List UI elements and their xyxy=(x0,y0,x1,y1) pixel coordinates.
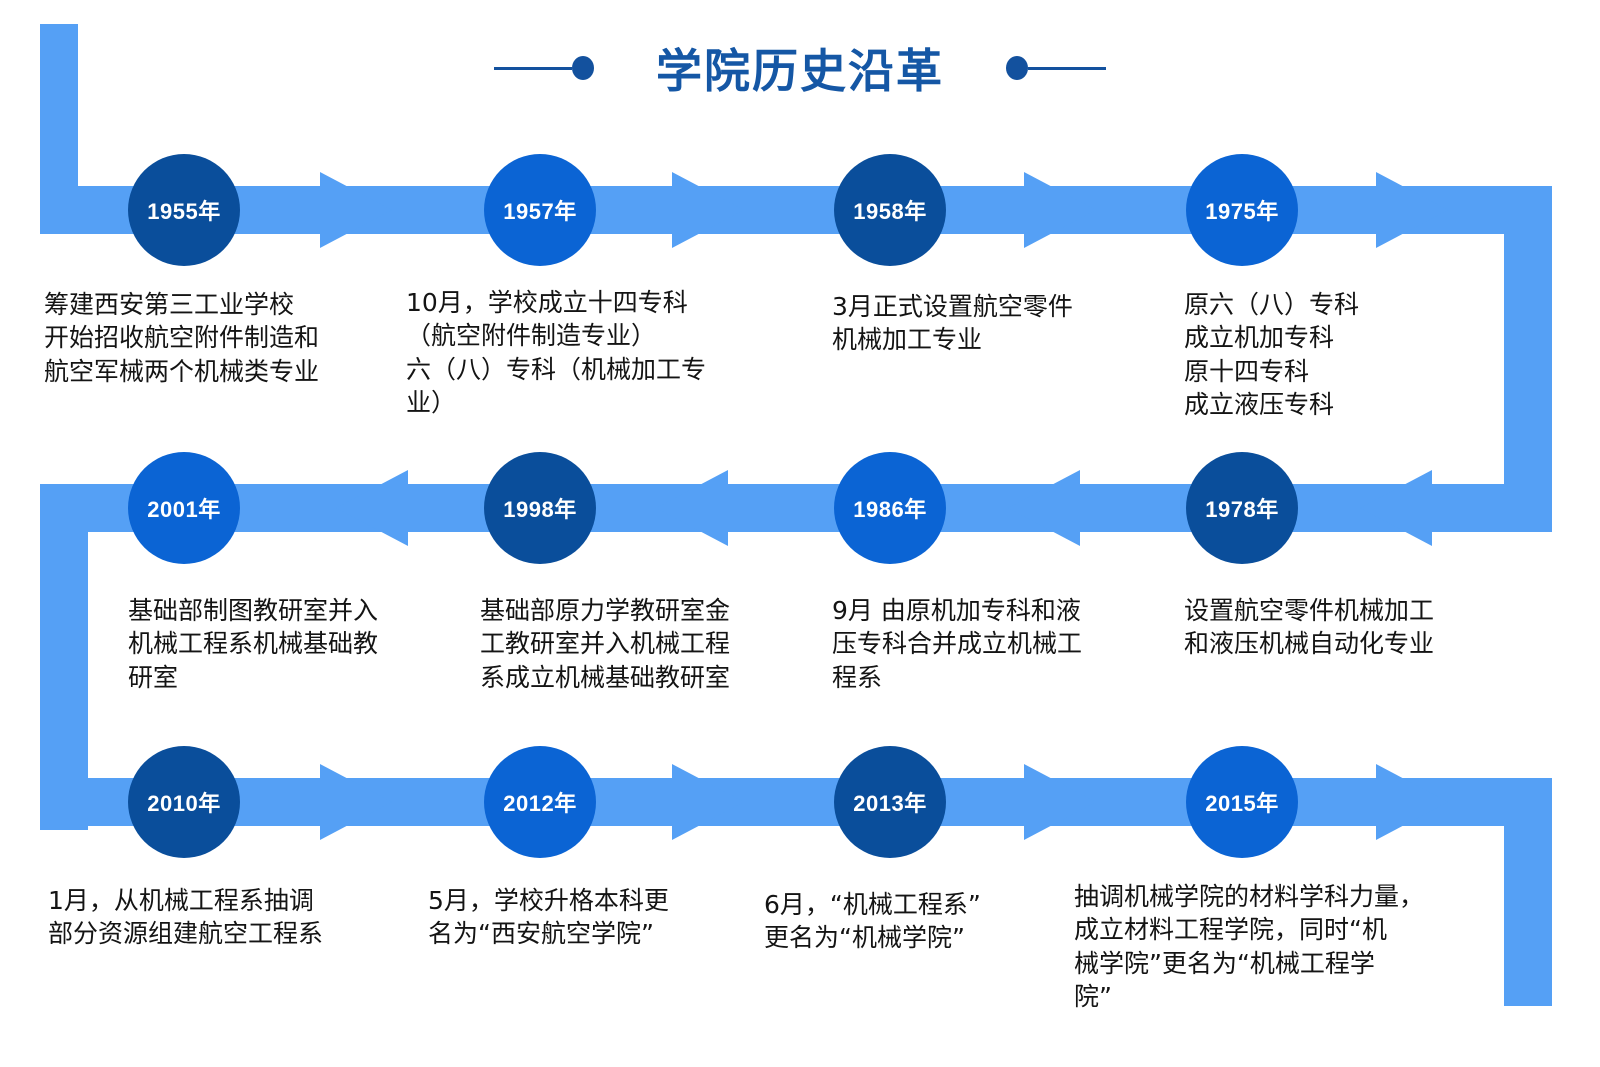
timeline-node-1978[interactable]: 1978年 xyxy=(1186,452,1298,564)
rail-connector-left-vert xyxy=(40,484,88,830)
arrowhead-right-4 xyxy=(1376,172,1448,248)
timeline-desc-1955: 筹建西安第三工业学校 开始招收航空附件制造和 航空军械两个机械类专业 xyxy=(44,290,320,386)
timeline-node-1975[interactable]: 1975年 xyxy=(1186,154,1298,266)
title-left-decoration xyxy=(494,56,594,80)
arrowhead-left-4 xyxy=(336,470,408,546)
arrowhead-right-1 xyxy=(320,172,392,248)
timeline-desc-2013: 6月，“机械工程系” 更名为“机械学院” xyxy=(764,890,981,953)
year-label: 1958年 xyxy=(853,199,927,224)
arrowhead-right-3 xyxy=(1024,172,1096,248)
title-right-decoration xyxy=(1006,56,1106,80)
timeline-node-2001[interactable]: 2001年 xyxy=(128,452,240,564)
timeline-node-2012[interactable]: 2012年 xyxy=(484,746,596,858)
year-label: 1986年 xyxy=(853,497,927,522)
page-title: 学院历史沿革 xyxy=(656,44,944,98)
year-label: 2013年 xyxy=(853,791,927,816)
timeline-node-1986[interactable]: 1986年 xyxy=(834,452,946,564)
arrowhead-right-7 xyxy=(1024,764,1096,840)
rail-connector-right-vert xyxy=(1504,186,1552,532)
year-label: 2001年 xyxy=(147,497,221,522)
arrowhead-left-3 xyxy=(656,470,728,546)
year-label: 1955年 xyxy=(147,199,221,224)
year-label: 2015年 xyxy=(1205,791,1279,816)
timeline-desc-1978: 设置航空零件机械加工 和液压机械自动化专业 xyxy=(1184,596,1435,659)
timeline-desc-2001: 基础部制图教研室并入 机械工程系机械基础教 研室 xyxy=(128,596,379,692)
timeline-desc-1986: 9月 由原机加专科和液 压专科合并成立机械工 程系 xyxy=(832,596,1083,692)
timeline-node-2010[interactable]: 2010年 xyxy=(128,746,240,858)
timeline-desc-1975: 原六（八）专科 成立机加专科 原十四专科 成立液压专科 xyxy=(1184,290,1360,419)
dash-line-icon xyxy=(494,66,572,70)
timeline-node-1957[interactable]: 1957年 xyxy=(484,154,596,266)
arrowhead-right-5 xyxy=(320,764,392,840)
year-label: 1998年 xyxy=(503,497,577,522)
year-label: 2010年 xyxy=(147,791,221,816)
timeline-desc-2015: 抽调机械学院的材料学科力量， 成立材料工程学院，同时“机 械学院”更名为“机械工… xyxy=(1074,882,1425,1011)
timeline-node-2013[interactable]: 2013年 xyxy=(834,746,946,858)
arrowhead-left-2 xyxy=(1008,470,1080,546)
timeline-node-2015[interactable]: 2015年 xyxy=(1186,746,1298,858)
timeline-desc-1957: 10月，学校成立十四专科 （航空附件制造专业） 六（八）专科（机械加工专 业） xyxy=(406,288,707,417)
timeline-desc-1958: 3月正式设置航空零件 机械加工专业 xyxy=(832,292,1073,355)
timeline-desc-2012: 5月，学校升格本科更 名为“西安航空学院” xyxy=(428,886,669,949)
year-label: 1957年 xyxy=(503,199,577,224)
timeline-node-1998[interactable]: 1998年 xyxy=(484,452,596,564)
page-title-bar: 学院历史沿革 xyxy=(0,28,1600,108)
timeline-node-1955[interactable]: 1955年 xyxy=(128,154,240,266)
arrowhead-left-1 xyxy=(1360,470,1432,546)
dash-line-icon xyxy=(1028,66,1106,70)
year-label: 2012年 xyxy=(503,791,577,816)
arrowhead-right-2 xyxy=(672,172,744,248)
timeline-desc-1998: 基础部原力学教研室金 工教研室并入机械工程 系成立机械基础教研室 xyxy=(480,596,731,692)
year-label: 1978年 xyxy=(1205,497,1279,522)
bullet-dot-icon xyxy=(1006,56,1028,80)
timeline-desc-2010: 1月，从机械工程系抽调 部分资源组建航空工程系 xyxy=(48,886,324,949)
year-label: 1975年 xyxy=(1205,199,1279,224)
rail-entry-hook xyxy=(40,24,78,234)
rail-row1-bar xyxy=(40,186,1552,234)
rail-row3-terminal-join xyxy=(1460,778,1552,826)
arrowhead-right-6 xyxy=(672,764,744,840)
arrowhead-right-8 xyxy=(1376,764,1448,840)
timeline-node-1958[interactable]: 1958年 xyxy=(834,154,946,266)
bullet-dot-icon xyxy=(572,56,594,80)
